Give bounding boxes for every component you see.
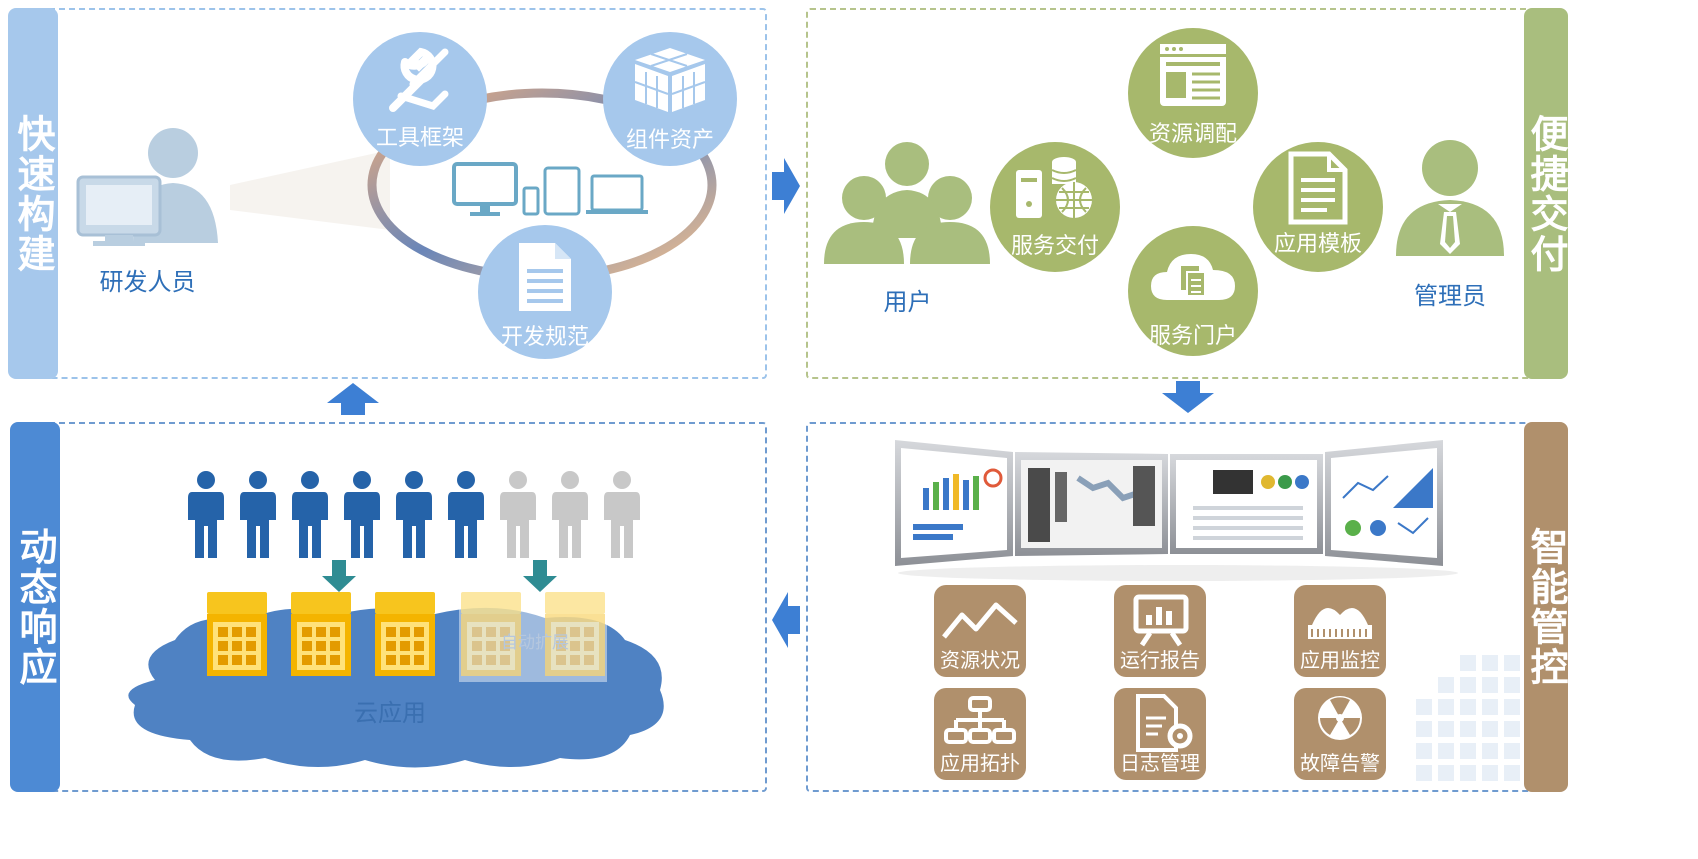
circle-service-delivery: 服务交付: [990, 142, 1120, 272]
wrench-screwdriver-icon: [389, 47, 449, 112]
line-chart-icon: [942, 602, 1018, 639]
user-label: 用户: [883, 288, 932, 316]
server-globe-icon: [1016, 157, 1092, 218]
side-label-easy-delivery: 便捷交付: [1524, 113, 1568, 274]
monitoring-screens: [895, 440, 1458, 581]
app-blocks: [207, 592, 607, 682]
side-label-smart-control: 智能管控: [1524, 527, 1568, 687]
admin-icon: [1396, 140, 1504, 256]
circle-tools-framework: 工具框架: [353, 32, 487, 166]
arrow-left-bottom: [772, 592, 800, 648]
circle-label-resource-allocation: 资源调配: [1148, 122, 1237, 147]
tile-app-monitor[interactable]: 应用监控: [1294, 585, 1386, 677]
monitor-wave-icon: [1308, 607, 1372, 639]
circle-label-dev-standards: 开发规范: [500, 325, 589, 350]
topology-icon: [944, 696, 1016, 744]
admin-label: 管理员: [1414, 282, 1486, 310]
circle-service-portal: 服务门户: [1128, 226, 1258, 356]
circle-components: 组件资产: [603, 32, 737, 166]
grid-decoration: [1416, 655, 1520, 781]
cloud-document-icon: [1151, 254, 1235, 300]
document-icon: [519, 243, 571, 311]
circle-label-service-delivery: 服务交付: [1010, 234, 1099, 259]
tile-label-app-topology: 应用拓扑: [940, 751, 1020, 775]
cube-icon: [634, 48, 706, 112]
circle-label-tools: 工具框架: [375, 126, 464, 151]
cloud-app-label: 云应用: [354, 699, 426, 727]
arrow-right-top: [772, 158, 800, 214]
projection-beam: [230, 150, 390, 230]
template-document-icon: [1288, 151, 1348, 225]
side-label-quick-build: 快速构建: [11, 113, 55, 274]
tile-log-management[interactable]: 日志管理: [1114, 688, 1206, 780]
circle-label-app-template: 应用模板: [1273, 232, 1362, 257]
tile-label-log-management: 日志管理: [1120, 751, 1200, 775]
hazard-icon: [1318, 696, 1362, 740]
tile-run-report[interactable]: 运行报告: [1114, 585, 1206, 677]
developer-icon: [76, 128, 218, 246]
browser-window-icon: [1160, 44, 1226, 106]
circle-label-service-portal: 服务门户: [1148, 324, 1237, 349]
side-tab-easy-delivery: 便捷交付: [1524, 8, 1568, 379]
devices-icon: [452, 162, 648, 216]
scale-down-arrow-1: [322, 560, 356, 592]
scale-down-arrow-2: [523, 560, 557, 592]
side-label-dynamic-response: 动态响应: [13, 527, 57, 687]
auto-scale-label: 自动扩展: [501, 633, 569, 653]
side-tab-quick-build: 快速构建: [8, 8, 58, 379]
developer-label: 研发人员: [99, 268, 196, 296]
circle-dev-standards: 开发规范: [478, 225, 612, 359]
arrow-up-left: [327, 383, 379, 415]
arrow-down-right: [1162, 381, 1214, 413]
tile-resource-status[interactable]: 资源状况: [934, 585, 1026, 677]
tile-app-topology[interactable]: 应用拓扑: [934, 688, 1026, 780]
tile-label-app-monitor: 应用监控: [1300, 648, 1380, 672]
presentation-board-icon: [1133, 594, 1189, 647]
tile-fault-alarm[interactable]: 故障告警: [1294, 688, 1386, 780]
side-tab-dynamic-response: 动态响应: [10, 422, 60, 792]
users-row: [188, 471, 640, 558]
circle-app-template: 应用模板: [1253, 142, 1383, 272]
circle-label-components: 组件资产: [625, 128, 714, 153]
side-tab-smart-control: 智能管控: [1524, 422, 1568, 792]
document-gear-icon: [1136, 694, 1193, 752]
tile-label-fault-alarm: 故障告警: [1300, 751, 1380, 775]
tile-label-run-report: 运行报告: [1120, 648, 1200, 672]
tile-label-resource-status: 资源状况: [940, 648, 1020, 672]
users-group-icon: [824, 142, 990, 264]
circle-resource-allocation: 资源调配: [1128, 28, 1258, 158]
